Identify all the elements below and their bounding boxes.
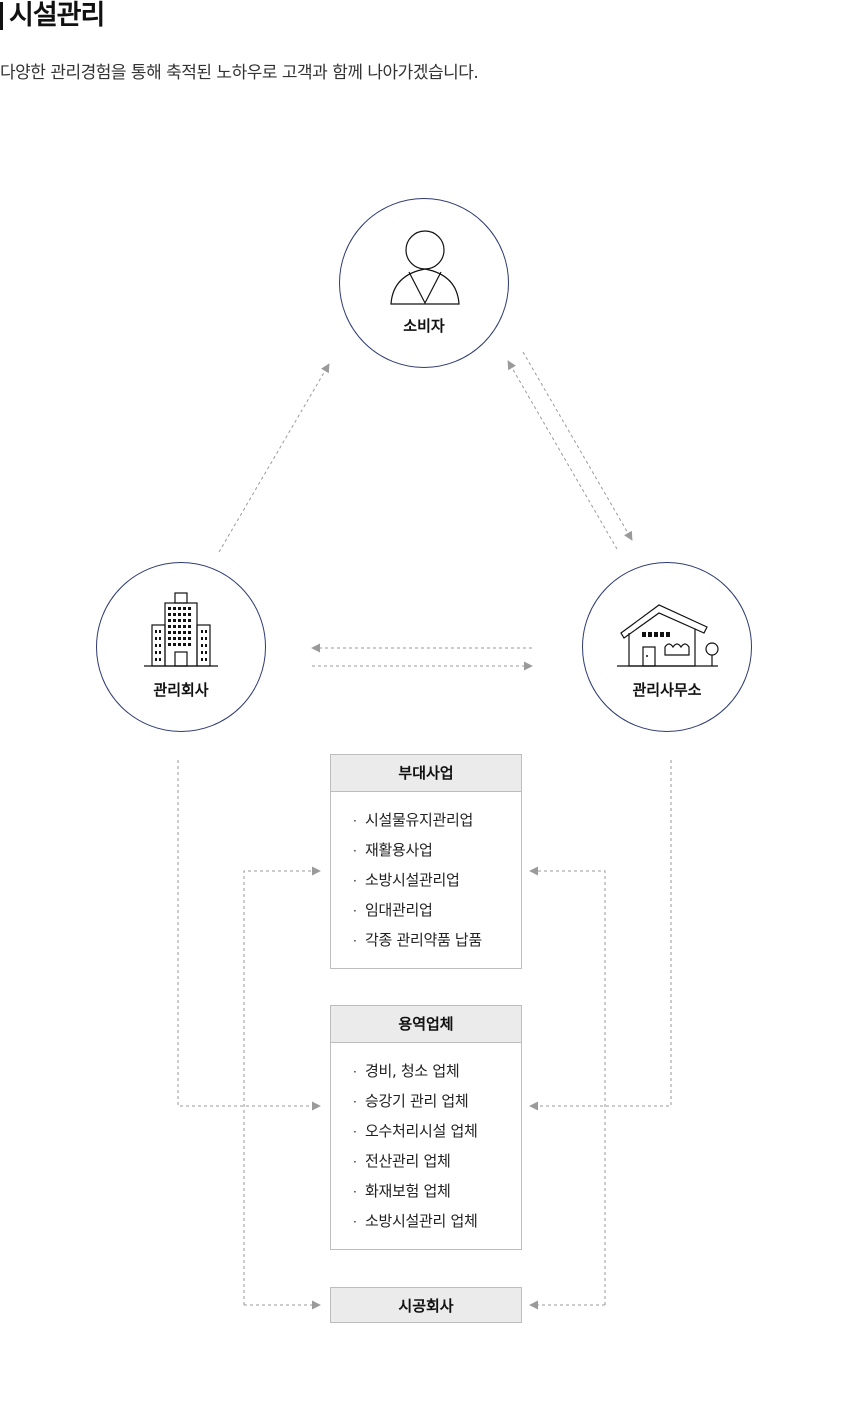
- title-accent-bar: [0, 2, 3, 30]
- bullet-dot: ·: [353, 1125, 357, 1139]
- list-item: ·오수처리시설 업체: [353, 1116, 521, 1146]
- node-management-office: 관리사무소: [582, 562, 752, 732]
- box-construction-company: 시공회사: [330, 1287, 522, 1323]
- list-item: ·경비, 청소 업체: [353, 1056, 521, 1086]
- bullet-dot: ·: [353, 1095, 357, 1109]
- office-building-icon: [144, 592, 218, 667]
- list-item: ·전산관리 업체: [353, 1146, 521, 1176]
- arrow-consumer-to-office: [522, 351, 633, 541]
- ancillary-business-list: ·시설물유지관리업 ·재활용사업 ·소방시설관리업 ·임대관리업 ·각종 관리약…: [331, 792, 521, 955]
- box-service-companies-title: 용역업체: [331, 1006, 521, 1043]
- list-item: ·재활용사업: [353, 835, 521, 865]
- node-management-company-label: 관리회사: [153, 681, 209, 699]
- list-item: ·화재보험 업체: [353, 1176, 521, 1206]
- list-item: ·시설물유지관리업: [353, 805, 521, 835]
- page-title: 시설관리: [9, 0, 105, 31]
- connector-right-to-ancillary: [529, 866, 606, 1305]
- connector-company-to-service: [177, 760, 321, 1111]
- bullet-dot: ·: [353, 1155, 357, 1169]
- bullet-dot: ·: [353, 904, 357, 918]
- box-ancillary-business-title: 부대사업: [331, 755, 521, 792]
- node-consumer-label: 소비자: [403, 317, 445, 335]
- service-companies-list: ·경비, 청소 업체 ·승강기 관리 업체 ·오수처리시설 업체 ·전산관리 업…: [331, 1043, 521, 1236]
- bullet-dot: ·: [353, 934, 357, 948]
- house-icon: [617, 604, 719, 667]
- list-item: ·소방시설관리업: [353, 865, 521, 895]
- list-item: ·임대관리업: [353, 895, 521, 925]
- bullet-dot: ·: [353, 874, 357, 888]
- box-ancillary-business: 부대사업 ·시설물유지관리업 ·재활용사업 ·소방시설관리업 ·임대관리업 ·각…: [330, 754, 522, 969]
- bullet-dot: ·: [353, 844, 357, 858]
- bullet-dot: ·: [353, 1065, 357, 1079]
- node-management-office-label: 관리사무소: [632, 681, 702, 699]
- box-service-companies: 용역업체 ·경비, 청소 업체 ·승강기 관리 업체 ·오수처리시설 업체 ·전…: [330, 1005, 522, 1250]
- bullet-dot: ·: [353, 814, 357, 828]
- page-subtitle: 다양한 관리경험을 통해 축적된 노하우로 고객과 함께 나아가겠습니다.: [0, 63, 479, 83]
- arrow-company-to-consumer: [218, 363, 330, 553]
- list-item: ·각종 관리약품 납품: [353, 925, 521, 955]
- node-consumer: 소비자: [339, 198, 509, 368]
- connector-left-to-ancillary: [243, 866, 321, 1305]
- page-title-wrap: 시설관리: [0, 0, 105, 32]
- bullet-dot: ·: [353, 1185, 357, 1199]
- list-item: ·소방시설관리 업체: [353, 1206, 521, 1236]
- person-icon: [390, 230, 460, 305]
- connector-office-to-service: [529, 760, 672, 1111]
- list-item: ·승강기 관리 업체: [353, 1086, 521, 1116]
- arrow-office-to-consumer: [507, 360, 618, 550]
- node-management-company: 관리회사: [96, 562, 266, 732]
- bullet-dot: ·: [353, 1215, 357, 1229]
